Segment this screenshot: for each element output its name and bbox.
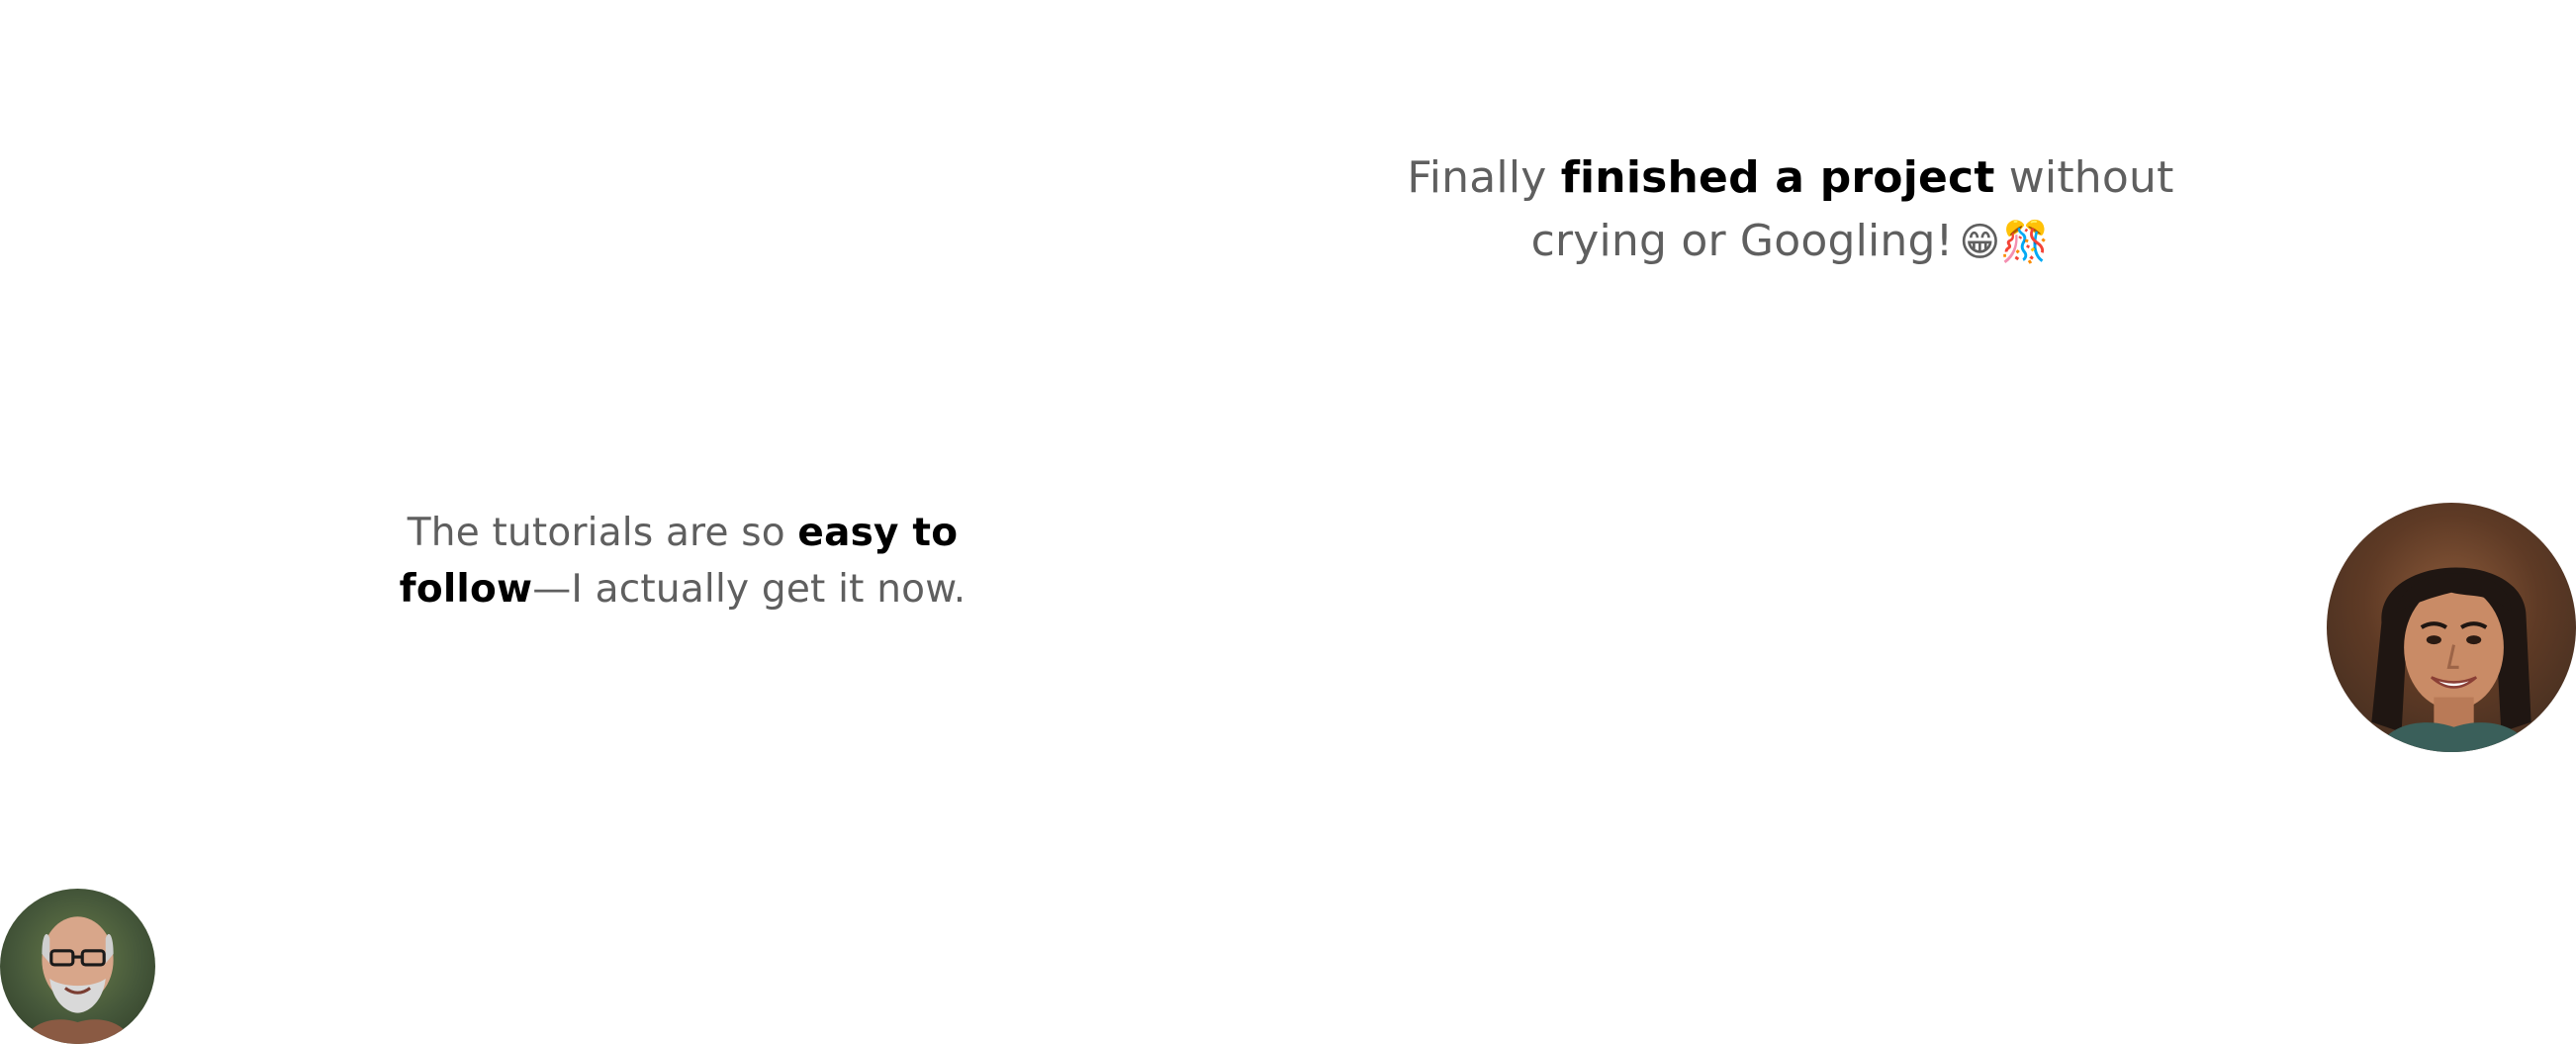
testimonial-quote-finished-project: Finally finished a project without cryin… <box>1405 146 2176 274</box>
woman-avatar-photo-icon <box>2327 503 2576 752</box>
quote-text-post: without <box>1994 152 2174 203</box>
grinning-party-emoji-icon: 😁🎊 <box>1959 220 2051 265</box>
quote-text-pre: The tutorials are so <box>407 511 798 555</box>
quote-text-bold-2: follow <box>399 567 533 612</box>
man-avatar-photo-icon <box>0 889 155 1044</box>
quote-text-post: —I actually get it now. <box>532 567 966 612</box>
quote-text-pre: Finally <box>1407 152 1561 203</box>
quote-text-bold: easy to <box>797 511 959 555</box>
testimonial-quote-easy-to-follow: The tutorials are so easy to follow—I ac… <box>386 505 979 617</box>
woman-face-illustration <box>2371 567 2531 752</box>
man-face-illustration <box>21 916 135 1044</box>
quote-text-bold: finished a project <box>1560 152 1995 203</box>
quote-text-line2: crying or Googling! <box>1530 216 1954 266</box>
